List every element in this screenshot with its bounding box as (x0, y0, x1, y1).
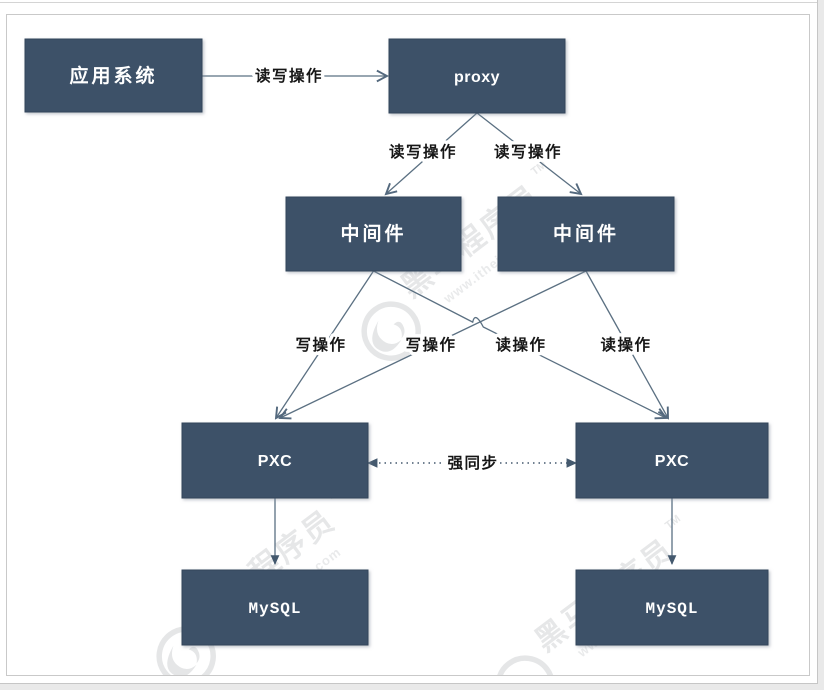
itheima-logo-icon (361, 301, 421, 361)
edge-middleware-left-to-pxc-left (276, 270, 375, 418)
edge-label-strong-sync: 强同步 (447, 453, 498, 472)
node-app-system-label: 应用系统 (69, 64, 157, 87)
edge-label-proxy-to-middleware-left: 读写操作 (389, 142, 457, 161)
node-pxc-left: PXC (181, 422, 369, 499)
edge-label-write-left: 写操作 (295, 335, 346, 354)
edge-proxy-to-middleware-left (386, 112, 478, 194)
page-top-divider (0, 2, 817, 3)
node-middleware-left-label: 中间件 (340, 222, 406, 245)
node-mysql-left-label: MySQL (248, 600, 301, 618)
edge-middleware-right-to-pxc-left (280, 270, 587, 418)
node-proxy: proxy (388, 38, 566, 114)
diagram-frame: 黑马程序员 TM www.itheima.com 黑马程序员 TM www.it… (6, 14, 810, 676)
node-mysql-right: MySQL (575, 569, 769, 646)
edge-label-read-right: 读操作 (600, 335, 651, 354)
edge-label-write-right: 写操作 (405, 335, 456, 354)
edge-label-read-left: 读操作 (495, 335, 546, 354)
node-pxc-right: PXC (575, 422, 769, 499)
node-middleware-right: 中间件 (497, 196, 675, 272)
node-proxy-label: proxy (454, 69, 500, 86)
node-middleware-right-label: 中间件 (553, 222, 619, 245)
edge-label-app-to-proxy: 读写操作 (255, 66, 323, 85)
edge-label-proxy-to-middleware-right: 读写操作 (494, 142, 562, 161)
node-mysql-left: MySQL (181, 569, 369, 646)
node-pxc-left-label: PXC (258, 453, 292, 470)
node-app-system: 应用系统 (24, 38, 203, 113)
edge-proxy-to-middleware-right (476, 112, 581, 194)
node-middleware-left: 中间件 (285, 196, 462, 272)
node-mysql-right-label: MySQL (645, 600, 698, 618)
node-pxc-right-label: PXC (655, 453, 689, 470)
watermark-trademark: TM (663, 513, 683, 532)
edge-middleware-left-to-pxc-right (373, 270, 667, 418)
itheima-logo-icon (495, 655, 555, 675)
architecture-diagram: 黑马程序员 TM www.itheima.com 黑马程序员 TM www.it… (24, 38, 769, 675)
edge-middleware-right-to-pxc-right (585, 270, 668, 418)
